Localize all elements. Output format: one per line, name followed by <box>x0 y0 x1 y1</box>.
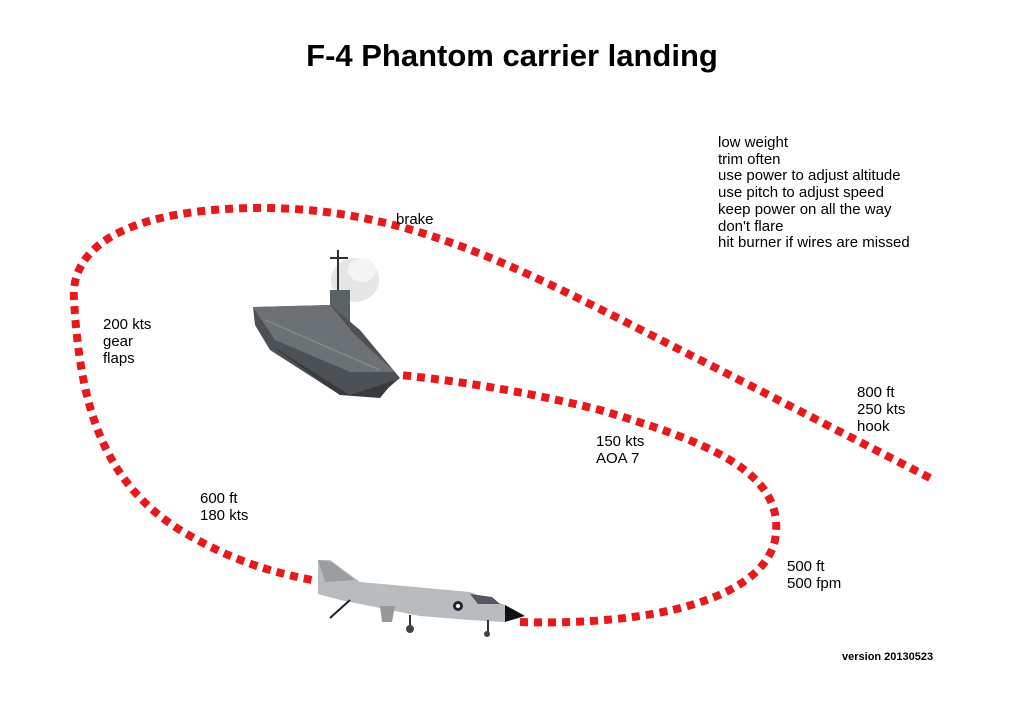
label-downwind: 200 kts gear flaps <box>103 316 152 367</box>
aircraft-carrier-icon <box>253 250 400 398</box>
page-title: F-4 Phantom carrier landing <box>306 38 718 73</box>
landing-tips-list: low weight trim often use power to adjus… <box>718 134 910 252</box>
version-label: version 20130523 <box>842 651 934 663</box>
tip-item: low weight <box>718 134 789 151</box>
tip-item: don't flare <box>718 217 784 235</box>
tip-item: use power to adjust altitude <box>718 167 901 185</box>
tip-item: trim often <box>718 150 781 168</box>
tip-item: use pitch to adjust speed <box>718 184 884 202</box>
pattern-path-final-approach <box>399 371 781 627</box>
pattern-path-break-downwind <box>69 203 932 584</box>
f4-phantom-icon <box>318 560 525 637</box>
label-approach: 150 kts AOA 7 <box>596 433 645 467</box>
label-entry: 800 ft 250 kts hook <box>857 384 906 435</box>
label-base: 500 ft 500 fpm <box>787 558 842 592</box>
label-final-turn: 600 ft 180 kts <box>200 490 249 524</box>
label-brake: brake <box>396 211 434 228</box>
tip-item: keep power on all the way <box>718 200 892 218</box>
tip-item: hit burner if wires are missed <box>718 234 910 252</box>
